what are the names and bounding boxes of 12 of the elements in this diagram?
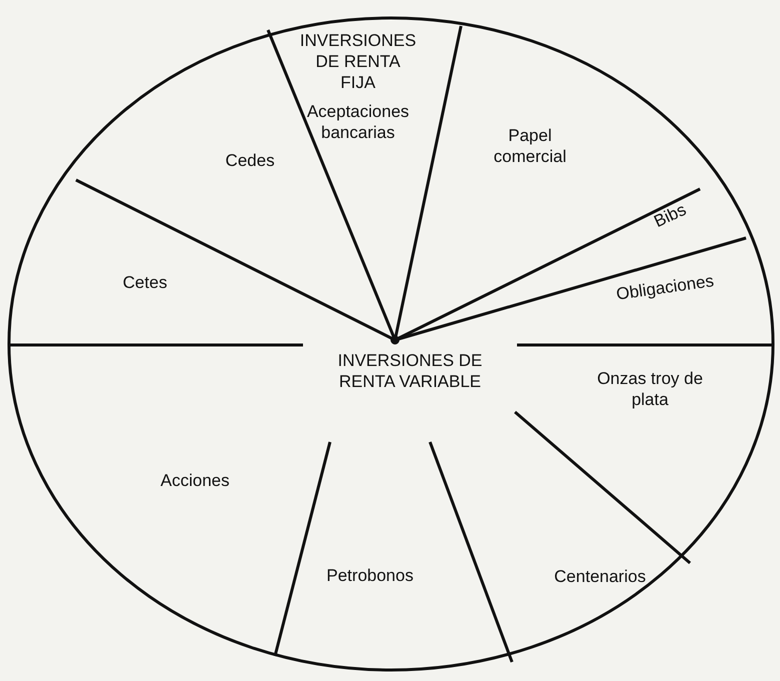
segment-label: Onzas troy de plata	[596, 368, 704, 410]
segment-label: Obligaciones	[614, 270, 716, 306]
group-heading: INVERSIONES DE RENTA FIJA	[298, 30, 418, 93]
segment-label: Petrobonos	[326, 565, 414, 586]
segment-label: Aceptaciones bancarias	[306, 101, 410, 143]
group-heading: INVERSIONES DE RENTA VARIABLE	[336, 350, 484, 392]
segment-label: Acciones	[160, 470, 230, 491]
segment-label: Centenarios	[553, 566, 647, 587]
segment-label: Papel comercial	[492, 125, 568, 167]
segment-label: Cedes	[224, 150, 276, 171]
segment-label: Bibs	[650, 198, 690, 234]
segment-label: Cetes	[122, 272, 168, 293]
